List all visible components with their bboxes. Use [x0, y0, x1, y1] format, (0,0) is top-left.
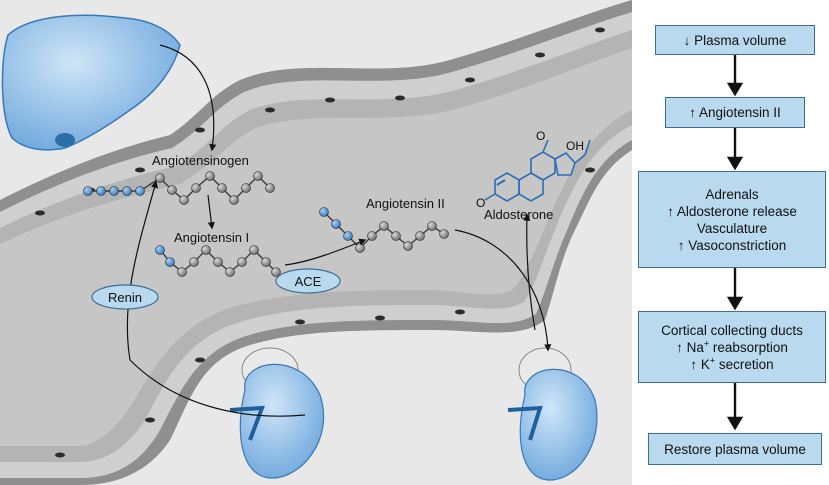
angiotensinogen-label: Angiotensinogen: [152, 153, 249, 168]
angiotensin-2-chain-bead: [343, 231, 353, 241]
aldosterone-o-side-label: O: [536, 129, 545, 143]
angiotensin-1-chain-bead: [177, 267, 187, 277]
angiotensin-1-chain-bead: [237, 257, 247, 267]
flow-step-3-line-1: Adrenals: [705, 186, 759, 202]
angiotensin-2-chain-bead: [379, 221, 389, 231]
endothelial-nuclei: [35, 27, 605, 458]
angiotensin-2-chain-bead: [331, 219, 341, 229]
angiotensin-1-chain-bead: [225, 267, 235, 277]
flow-step-2-text: ↑ Angiotensin II: [689, 105, 781, 120]
angiotensin-2-chain-bead: [439, 229, 449, 239]
angiotensin-2-label: Angiotensin II: [366, 196, 445, 211]
angiotensinogen-chain-bead: [217, 183, 227, 193]
angiotensinogen-chain-bead: [191, 183, 201, 193]
angiotensin-2-chain-bead: [427, 221, 437, 231]
aldosterone-structure: [484, 139, 591, 202]
flow-step-3-line-3: Vasculature: [696, 220, 768, 236]
angiotensin-2-chain: [319, 207, 449, 253]
angiotensinogen-chain: [83, 171, 275, 205]
aldosterone-label: Aldosterone: [484, 207, 553, 222]
kidney-right: [507, 347, 598, 481]
angiotensinogen-chain-bead: [205, 171, 215, 181]
na-suffix: reabsorption: [712, 339, 788, 355]
flow-step-angiotensin-ii: ↑ Angiotensin II: [665, 97, 805, 128]
angiotensin-1-label: Angiotensin I: [174, 230, 249, 245]
angiotensin-2-chain-bead: [355, 243, 365, 253]
flow-step-3-line-4: ↑ Vasoconstriction: [677, 237, 787, 253]
liver-illustration: [1, 14, 181, 151]
flow-step-5-text: Restore plasma volume: [664, 441, 806, 457]
angiotensinogen-chain-bead: [83, 186, 93, 196]
aldosterone-oh-label: OH: [566, 139, 584, 153]
flow-step-adrenals-vasculature: Adrenals ↑ Aldosterone release Vasculatu…: [638, 171, 826, 268]
angiotensinogen-chain-bead: [155, 173, 165, 183]
angiotensin-1-chain-bead: [261, 257, 271, 267]
renin-label: Renin: [108, 290, 142, 305]
angiotensin-1-chain-bead: [249, 245, 259, 255]
pathway-arrows: [126, 44, 552, 417]
angiotensin-2-chain-bead: [403, 241, 413, 251]
na-charge: +: [703, 338, 710, 348]
angiotensin-2-chain-bead: [391, 231, 401, 241]
angiotensin-2-chain-bead: [415, 231, 425, 241]
flow-step-restore-plasma-volume: Restore plasma volume: [648, 433, 822, 465]
raas-illustration: Angiotensinogen Angiotensin I Angiotensi…: [0, 0, 632, 485]
flow-step-collecting-ducts: Cortical collecting ducts ↑ Na+ reabsorp…: [638, 311, 826, 383]
angiotensin-1-chain-bead: [271, 267, 281, 277]
flow-step-plasma-volume: ↓ Plasma volume: [655, 25, 815, 55]
aldosterone-o-ring-label: O: [476, 196, 485, 210]
renin-badge: Renin: [91, 284, 159, 310]
angiotensinogen-chain-bead: [241, 183, 251, 193]
angiotensinogen-chain-bead: [265, 183, 275, 193]
kidney-left: [229, 347, 325, 479]
k-charge: +: [709, 355, 716, 365]
angiotensin-1-chain-bead: [155, 245, 165, 255]
ace-label: ACE: [295, 274, 322, 289]
vessel-interior: [0, 48, 632, 446]
flow-step-1-text: ↓ Plasma volume: [683, 32, 787, 48]
angiotensinogen-chain-bead: [135, 186, 145, 196]
k-suffix: secretion: [718, 356, 774, 372]
angiotensinogen-chain-bead: [167, 185, 177, 195]
angiotensinogen-chain-bead: [253, 171, 263, 181]
angiotensinogen-chain-bead: [179, 195, 189, 205]
angiotensin-1-chain-bead: [165, 257, 175, 267]
angiotensin-1-chain-bead: [189, 257, 199, 267]
angiotensinogen-chain-bead: [109, 186, 119, 196]
k-prefix: ↑ K: [690, 356, 710, 372]
ace-badge: ACE: [275, 268, 341, 294]
flow-step-4-line-1: Cortical collecting ducts: [661, 322, 803, 338]
flow-step-3-line-2: ↑ Aldosterone release: [667, 203, 797, 219]
angiotensin-2-chain-bead: [367, 231, 377, 241]
flow-step-4-line-2: ↑ Na+ reabsorption: [676, 339, 788, 356]
angiotensinogen-chain-bead: [122, 186, 132, 196]
angiotensin-1-chain-bead: [213, 257, 223, 267]
angiotensinogen-chain-bead: [96, 186, 106, 196]
angiotensinogen-chain-bead: [229, 195, 239, 205]
na-prefix: ↑ Na: [676, 339, 704, 355]
angiotensin-2-chain-bead: [319, 207, 329, 217]
flow-step-4-line-3: ↑ K+ secretion: [690, 356, 773, 373]
angiotensin-1-chain: [155, 245, 281, 277]
angiotensin-1-chain-bead: [201, 245, 211, 255]
